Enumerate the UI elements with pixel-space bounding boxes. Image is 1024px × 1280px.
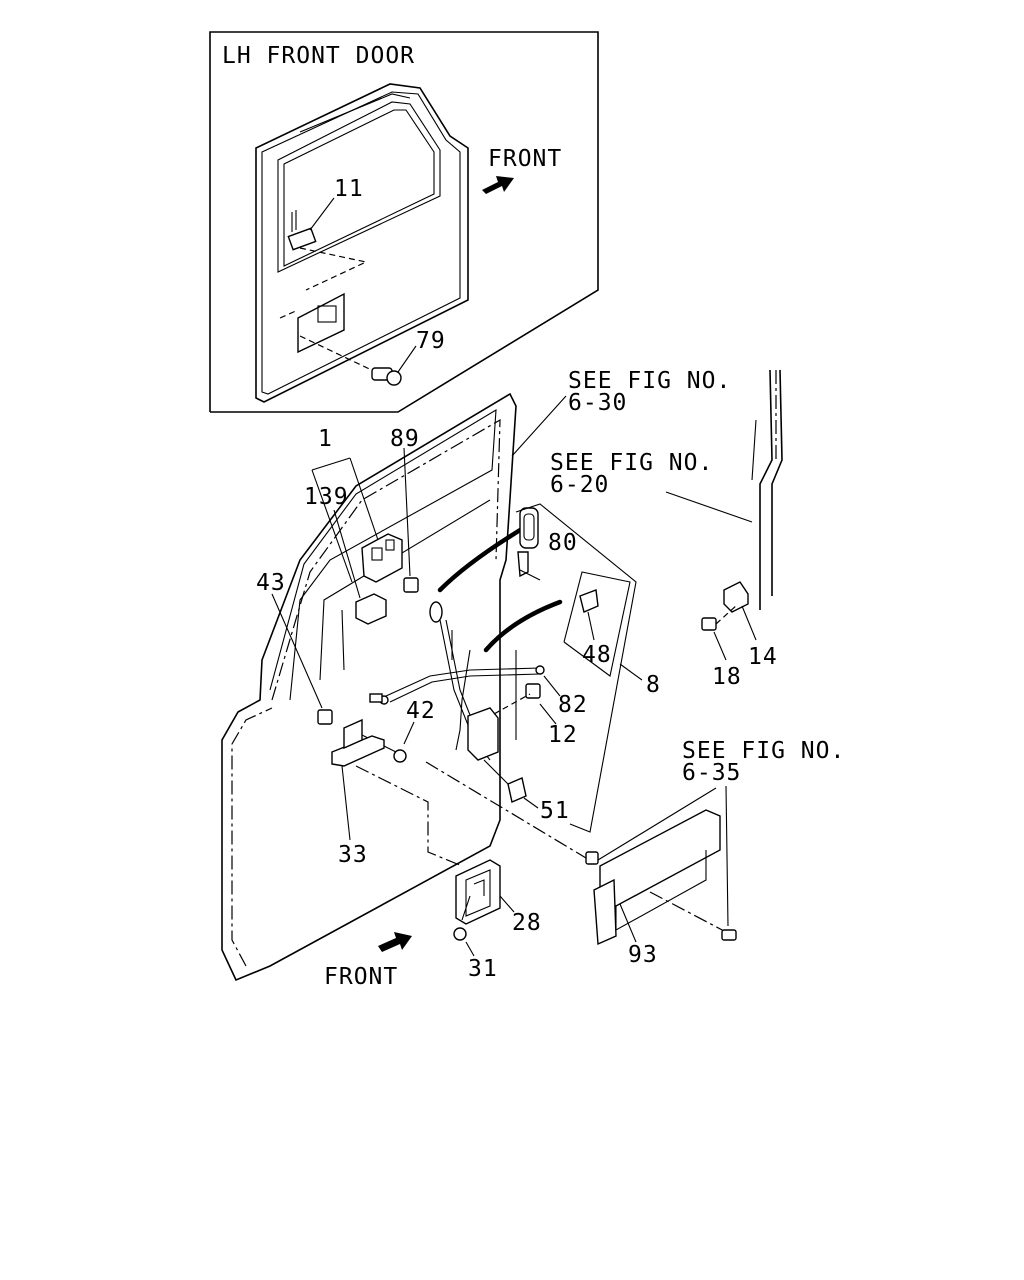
reference-6-20: SEE FIG NO. 6-20 [550,450,753,523]
part-33 [331,718,385,841]
part-93 [585,785,737,946]
callout-18: 18 [712,664,742,690]
part-28 [455,859,515,925]
release-rod [369,665,545,705]
part-139 [333,509,387,625]
inside-rod [455,649,517,751]
svg-text:SEE FIG NO.: SEE FIG NO. [568,368,731,394]
svg-text:6-30: 6-30 [568,390,627,416]
callout-79: 79 [416,328,446,354]
part-18 [701,603,739,661]
svg-text:SEE FIG NO.: SEE FIG NO. [682,738,845,764]
part-80 [517,507,541,581]
callout-8: 8 [646,672,661,698]
part-48 [579,589,599,641]
svg-text:SEE FIG NO.: SEE FIG NO. [550,450,713,476]
inset-front-arrow-icon [482,176,514,194]
callout-12: 12 [548,722,578,748]
callout-139: 139 [304,484,349,510]
inset-lock-plate [279,292,345,354]
inset-door [255,83,469,403]
leader-8 [619,663,643,681]
handle-alignment-line [355,765,463,867]
part-14 [723,581,757,641]
door-pillar [751,369,783,610]
callout-28: 28 [512,910,542,936]
callout-1: 1 [318,426,333,452]
part-31 [453,895,475,957]
inset-title: LH FRONT DOOR [222,43,415,69]
callout-11: 11 [334,176,364,202]
inset-front-label: FRONT [488,146,562,172]
reference-6-30: SEE FIG NO. 6-30 [511,368,731,457]
cable-heavy-lower [483,599,563,653]
callout-80: 80 [548,530,578,556]
callout-89: 89 [390,426,420,452]
main-front-arrow-icon [378,932,412,952]
callout-33: 33 [338,842,368,868]
part-89 [403,447,419,593]
part-42 [359,721,415,763]
reference-6-35: SEE FIG NO. 6-35 [682,738,845,786]
inset-part-79 [299,335,402,386]
cable-heavy-upper [437,521,533,593]
callout-14: 14 [748,644,778,670]
callout-43: 43 [256,570,286,596]
inset-border [209,31,599,413]
callout-51: 51 [540,798,570,824]
callout-82: 82 [558,692,588,718]
svg-text:6-35: 6-35 [682,760,741,786]
part-43 [271,593,333,725]
callout-48: 48 [582,642,612,668]
main-door [221,392,517,982]
inset-panel: LH FRONT DOOR 11 [209,31,599,413]
main-front-label: FRONT [324,964,398,990]
callout-42: 42 [406,698,436,724]
part-1-bracket [311,457,403,583]
leader-79 [397,345,417,373]
part-12 [467,693,557,761]
inset-part-11 [287,210,368,291]
leader-11 [309,197,335,231]
callout-31: 31 [468,956,498,982]
part-8-frame [515,503,637,833]
part-48-frame [563,571,631,677]
svg-text:6-20: 6-20 [550,472,609,498]
callout-93: 93 [628,942,658,968]
part-51 [483,759,539,809]
bracket-alignment-line [425,761,587,859]
part-82 [525,675,561,699]
